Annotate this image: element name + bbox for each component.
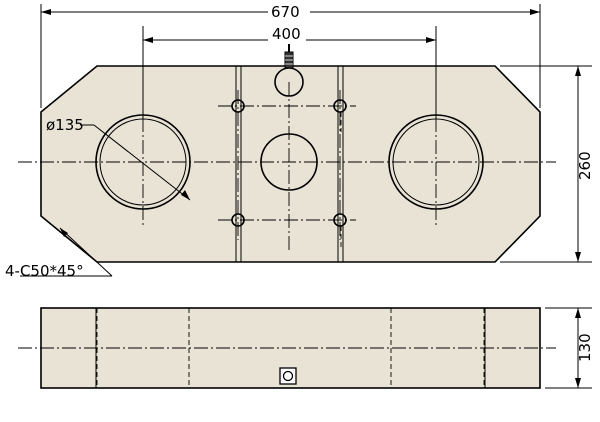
pin-spacing-label: 400 [272, 25, 301, 43]
center-bore [260, 133, 318, 191]
pin-spacing-dimension: 400 [142, 25, 437, 118]
top-view-body-outline [40, 65, 541, 263]
bolt-hole-bottom-right [333, 213, 347, 227]
cable-gland-icon [284, 44, 294, 69]
bolt-hole-top-right [333, 99, 347, 113]
side-view [18, 307, 556, 389]
bolt-hole-bottom-left [231, 213, 245, 227]
hole-diameter-label: ø135 [46, 116, 84, 134]
chamfer-label: 4-C50*45° [5, 262, 84, 280]
top-view-height-dimension: 260 [500, 65, 594, 263]
bolt-hole-top-left [231, 99, 245, 113]
overall-length-label: 670 [271, 3, 300, 21]
side-view-height-dimension: 130 [545, 307, 594, 389]
top-view: ø135 4-C50*45° [5, 44, 556, 280]
side-view-height-label: 130 [576, 333, 594, 362]
overall-length-dimension: 670 [40, 2, 541, 108]
connector-square-icon [279, 367, 297, 385]
top-view-height-label: 260 [576, 151, 594, 180]
